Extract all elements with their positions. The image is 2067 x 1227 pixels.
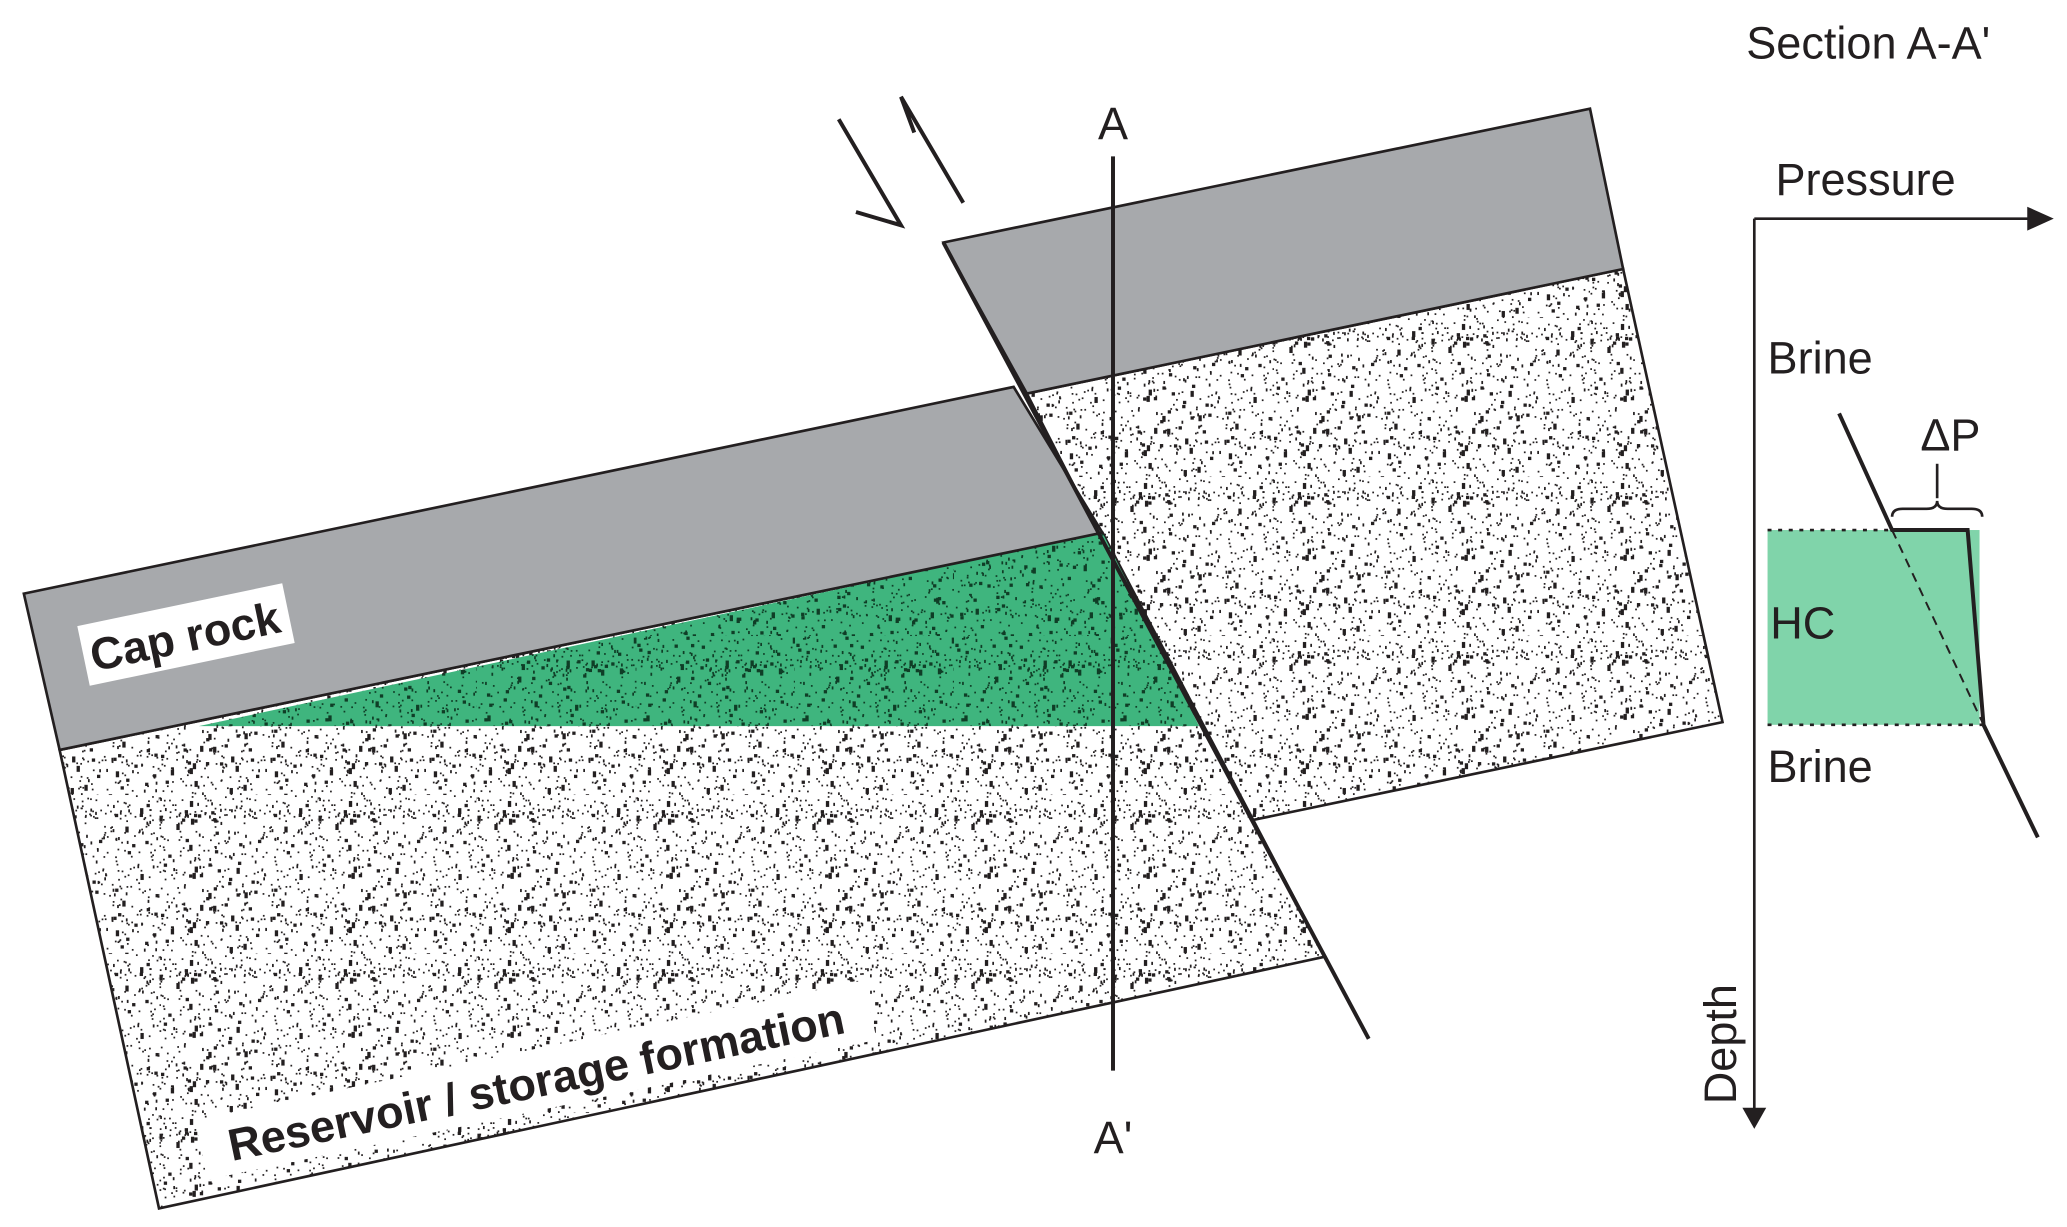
pressure-profile	[1837, 412, 2040, 839]
fault-line	[941, 241, 1371, 1040]
delta-p-brace-icon	[1890, 500, 1984, 517]
hydrocarbon-accumulation	[198, 532, 1200, 727]
pressure-axis-label: Pressure	[1775, 154, 1955, 205]
brine-upper-label: Brine	[1768, 333, 1873, 384]
hc-zone	[1767, 530, 1980, 725]
brine-gradient-dashed	[1891, 529, 1985, 726]
delta-p-label: ΔP	[1920, 410, 1980, 461]
section-label-a: A	[1098, 98, 1128, 149]
section-title: Section A-A'	[1746, 17, 1990, 68]
brine-lower-label: Brine	[1768, 741, 1873, 792]
depth-arrow-icon	[1742, 1107, 1767, 1129]
pressure-arrow-icon	[2027, 206, 2054, 231]
hc-label: HC	[1770, 598, 1835, 649]
section-label-a-prime: A'	[1094, 1112, 1133, 1163]
depth-axis-label: Depth	[1695, 984, 1746, 1104]
left-cap-rock	[22, 385, 1105, 752]
fault-movement-arrows-icon	[837, 95, 965, 229]
